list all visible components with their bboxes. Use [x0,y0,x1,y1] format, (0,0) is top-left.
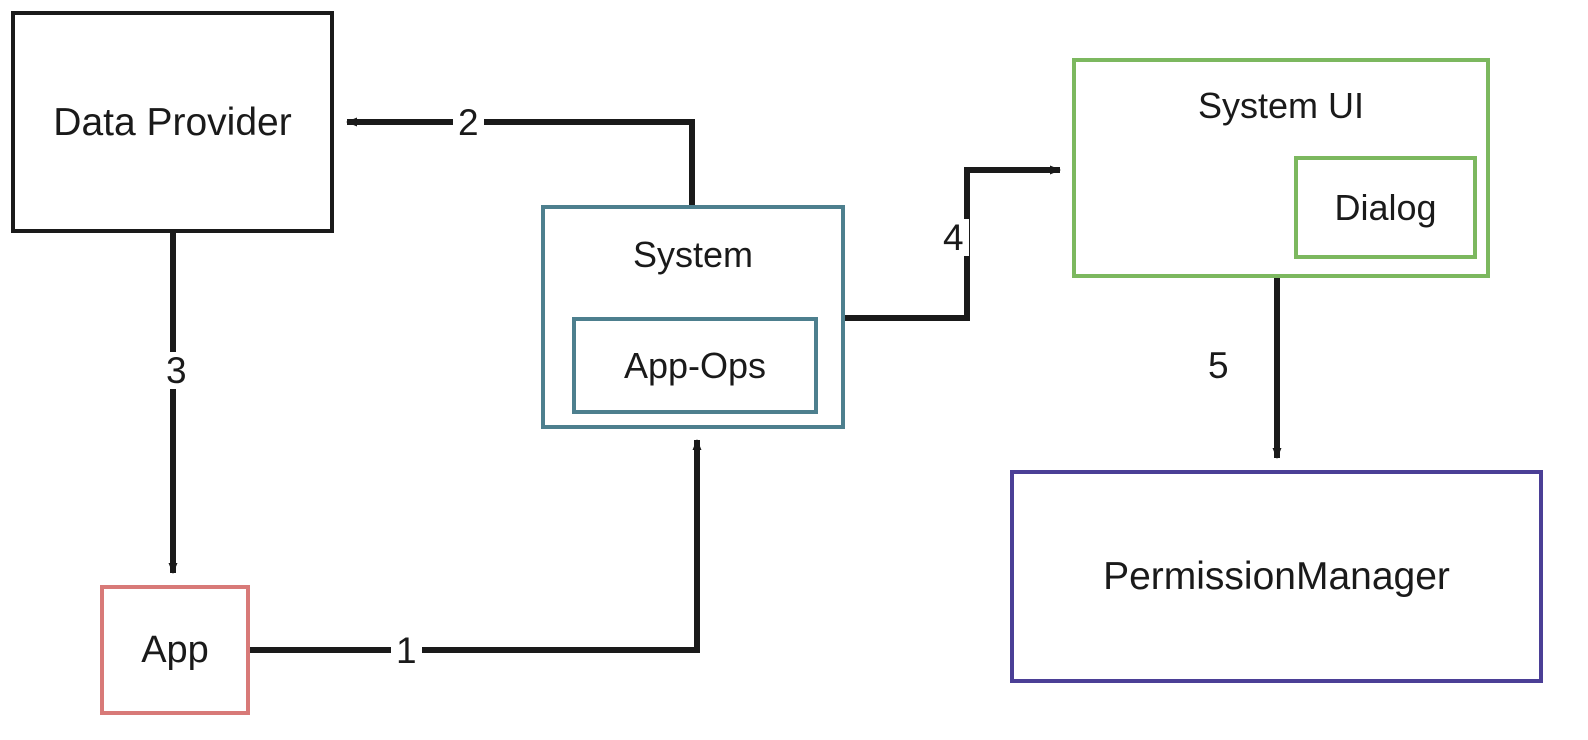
edge-label-2: 2 [453,104,484,141]
edge-label-5: 5 [1203,347,1234,384]
node-app-ops[interactable]: App-Ops [572,317,818,414]
edge-label-4: 4 [938,219,969,256]
node-system[interactable]: System App-Ops [541,205,845,429]
edge-label-1: 1 [391,632,422,669]
node-app-ops-label: App-Ops [623,344,767,386]
edge-label-3: 3 [161,352,192,389]
edge-2-path [346,117,695,205]
node-dialog-label: Dialog [1334,186,1437,228]
node-system-ui-label: System UI [1197,85,1365,126]
node-dialog[interactable]: Dialog [1294,156,1477,259]
edge-1-path [250,439,702,653]
node-data-provider-label: Data Provider [53,100,292,144]
node-permission-manager-label: PermissionManager [1103,555,1450,598]
node-permission-manager[interactable]: PermissionManager [1010,470,1543,683]
node-system-label: System [632,234,754,275]
node-app-label: App [141,629,209,671]
node-data-provider[interactable]: Data Provider [11,11,334,233]
node-app[interactable]: App [100,585,250,715]
node-system-ui[interactable]: System UI Dialog [1072,58,1490,278]
